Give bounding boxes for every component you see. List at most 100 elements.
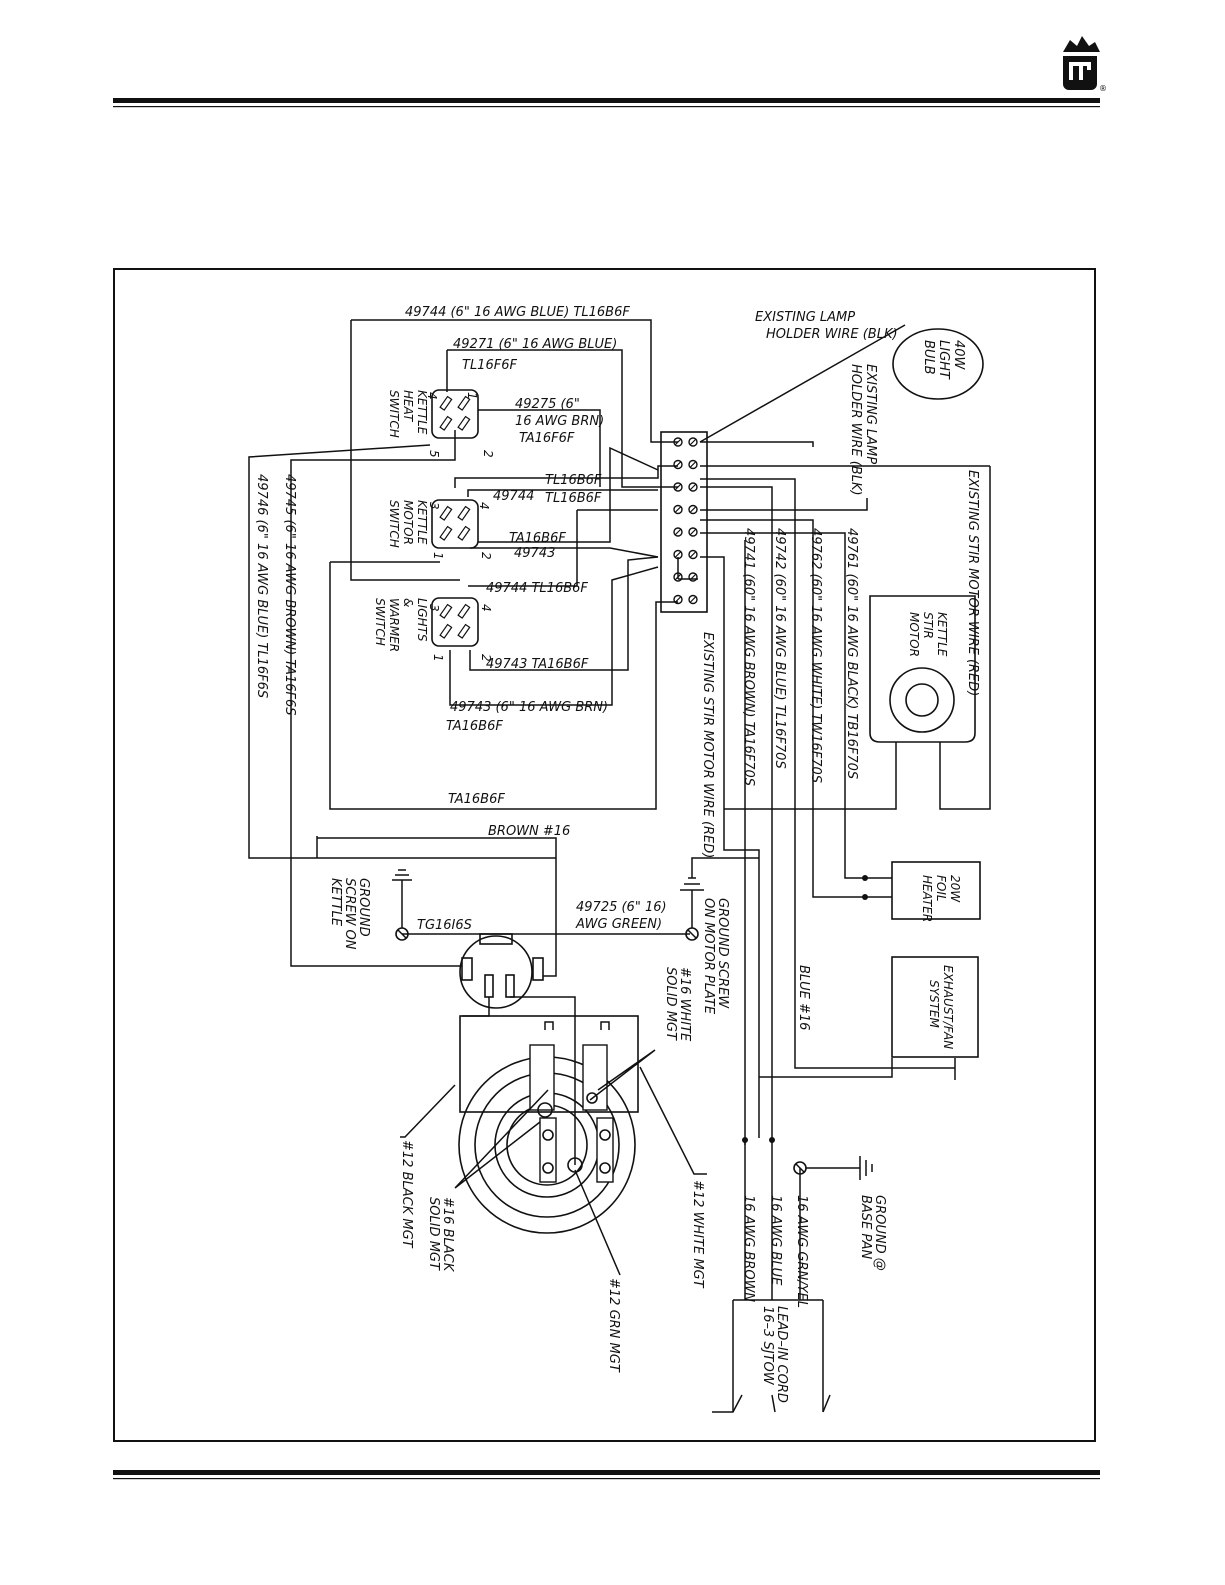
label-stir-red-bottom: EXISTING STIR MOTOR WIRE (RED) bbox=[700, 632, 715, 858]
light-bulb: 40W LIGHT BULB bbox=[892, 328, 984, 400]
bulb-label-3: BULB bbox=[921, 340, 936, 375]
lead-in-cord bbox=[712, 1137, 873, 1413]
switch-label: LIGHTS bbox=[415, 598, 429, 642]
label-stir-red-top: EXISTING STIR MOTOR WIRE (RED) bbox=[965, 470, 980, 696]
switch-label: SWITCH bbox=[387, 500, 401, 548]
terminal-screw-slot bbox=[689, 528, 697, 536]
switch-label: WARMER bbox=[387, 598, 401, 652]
terminal-screw-slot bbox=[689, 438, 697, 446]
terminal-screw bbox=[688, 527, 698, 537]
label-49744-b: 49744 bbox=[493, 489, 534, 504]
ground-kettle-label-2: SCREW ON bbox=[342, 878, 357, 950]
wire-49761 bbox=[700, 532, 865, 879]
lead-in-label-2: 16–3 SJTOW bbox=[760, 1306, 775, 1386]
bulb-label-2: LIGHT bbox=[936, 340, 951, 380]
label-lamp-wire-side-1: EXISTING LAMP bbox=[863, 364, 878, 464]
switch-pin-number: 3 bbox=[427, 604, 441, 612]
switch-pin-number: 2 bbox=[479, 552, 493, 560]
label-49743-c: 49743 TA16B6F bbox=[486, 657, 589, 672]
switch-pin-number: 1 bbox=[431, 552, 445, 560]
switch-pin-number: 1 bbox=[465, 392, 479, 400]
trademark-symbol: ® bbox=[1099, 84, 1107, 93]
stir-motor-label-3: MOTOR bbox=[907, 612, 921, 657]
label-49744-top: 49744 (6" 16 AWG BLUE) TL16B6F bbox=[405, 305, 630, 320]
label-49742: 49742 (60" 16 AWG BLUE) TL16F70S bbox=[772, 528, 787, 769]
switch-label: KETTLE bbox=[415, 500, 429, 545]
terminal-screw bbox=[688, 482, 698, 492]
label-49275-1: 49275 (6" bbox=[515, 397, 580, 412]
label-blue16: BLUE #16 bbox=[796, 965, 811, 1030]
switch-pin-number: 4 bbox=[425, 392, 439, 400]
terminal-screw-slot bbox=[689, 596, 697, 603]
label-49762: 49762 (60" 16 AWG WHITE) TW16F70S bbox=[808, 528, 823, 783]
switch-pin-number: 4 bbox=[477, 502, 491, 510]
terminal-screw bbox=[688, 594, 698, 605]
switch-pin-number: 4 bbox=[479, 604, 493, 612]
terminal-screw-slot bbox=[689, 483, 697, 491]
header-rule-thin bbox=[113, 106, 1100, 108]
label-awg-blue: 16 AWG BLUE bbox=[768, 1195, 783, 1286]
label-white12: #12 WHITE MGT bbox=[690, 1180, 705, 1289]
switch-label: SWITCH bbox=[373, 598, 387, 646]
receptacle-area bbox=[316, 836, 759, 1165]
exhaust-label-2: SYSTEM bbox=[927, 980, 941, 1028]
terminal-screw bbox=[688, 572, 698, 582]
ground-motor-label-2: ON MOTOR PLATE bbox=[701, 898, 716, 1015]
label-white-solid-2: SOLID MGT bbox=[663, 967, 678, 1041]
terminal-screw bbox=[673, 504, 683, 515]
terminal-screw-slot bbox=[674, 551, 682, 558]
switch-label: MOTOR bbox=[401, 500, 415, 545]
label-tl16b6f-b: TL16B6F bbox=[545, 491, 602, 506]
label-lamp-wire-top-2: HOLDER WIRE (BLK) bbox=[766, 327, 898, 342]
kettle-stir-motor: KETTLE STIR MOTOR bbox=[724, 466, 991, 810]
top-wiring bbox=[248, 319, 990, 1145]
label-49743-d: 49743 (6" 16 AWG BRN) bbox=[450, 700, 608, 715]
ground-base-label-1: GROUND @ bbox=[872, 1195, 887, 1271]
stir-motor-label-2: STIR bbox=[921, 612, 935, 639]
switch-pin-number: 1 bbox=[431, 654, 445, 662]
foil-heater: 20W FOIL HEATER bbox=[862, 861, 981, 922]
footer-rule bbox=[113, 1470, 1100, 1475]
switch-label: HEAT bbox=[401, 390, 415, 423]
label-49744-c: 49744 TL16B6F bbox=[486, 581, 588, 596]
terminal-screw-slot bbox=[674, 506, 682, 513]
label-49271: 49271 (6" 16 AWG BLUE) bbox=[453, 337, 617, 352]
heater-label-1: 20W bbox=[948, 875, 962, 903]
footer-rule-thin bbox=[113, 1478, 1100, 1480]
ground-motor-label-1: GROUND SCREW bbox=[715, 898, 730, 1009]
label-brown16: BROWN #16 bbox=[488, 824, 570, 839]
label-ta16b6f-a: TA16B6F bbox=[509, 531, 566, 546]
label-49275-2: 16 AWG BRN) bbox=[515, 414, 604, 429]
heater-label-2: FOIL bbox=[934, 875, 948, 902]
label-black-solid-1: #16 BLACK bbox=[440, 1197, 455, 1273]
switch-pin-number: 3 bbox=[427, 502, 441, 510]
switch-pin-number: 2 bbox=[481, 450, 495, 458]
label-black-solid-2: SOLID MGT bbox=[426, 1197, 441, 1271]
label-tl16f6f: TL16F6F bbox=[462, 358, 517, 373]
terminal-screw-slot bbox=[689, 551, 697, 558]
stir-motor-label-1: KETTLE bbox=[935, 612, 949, 657]
label-awg-grn: 16 AWG GRN/YEL bbox=[794, 1195, 809, 1308]
header-rule bbox=[113, 98, 1100, 103]
switch-label: KETTLE bbox=[415, 390, 429, 435]
label-49746: 49746 (6" 16 AWG BLUE) TL16F6S bbox=[254, 474, 269, 698]
terminal-screw bbox=[688, 504, 698, 515]
terminal-screw bbox=[688, 437, 698, 447]
label-49743-a: 49743 bbox=[514, 546, 555, 561]
switch-label: & bbox=[401, 598, 415, 607]
label-49725-1: 49725 (6" 16) bbox=[576, 900, 667, 915]
wire-49762 bbox=[700, 519, 865, 898]
brand-logo: ® bbox=[1063, 36, 1107, 93]
label-49745: 49745 (6" 16 AWG BROWN) TA16F6S bbox=[282, 474, 297, 716]
heater-label-3: HEATER bbox=[920, 875, 934, 922]
lead-in-label-1: LEAD–IN CORD bbox=[774, 1306, 789, 1403]
ground-kettle-label-3: KETTLE bbox=[328, 878, 343, 927]
exhaust-fan-system: EXHAUST/FAN SYSTEM bbox=[759, 956, 979, 1078]
label-49741: 49741 (60" 16 AWG BROWN) TA16F70S bbox=[741, 528, 756, 786]
label-grn12: #12 GRN MGT bbox=[606, 1278, 621, 1373]
label-black12: #12 BLACK MGT bbox=[399, 1140, 414, 1249]
